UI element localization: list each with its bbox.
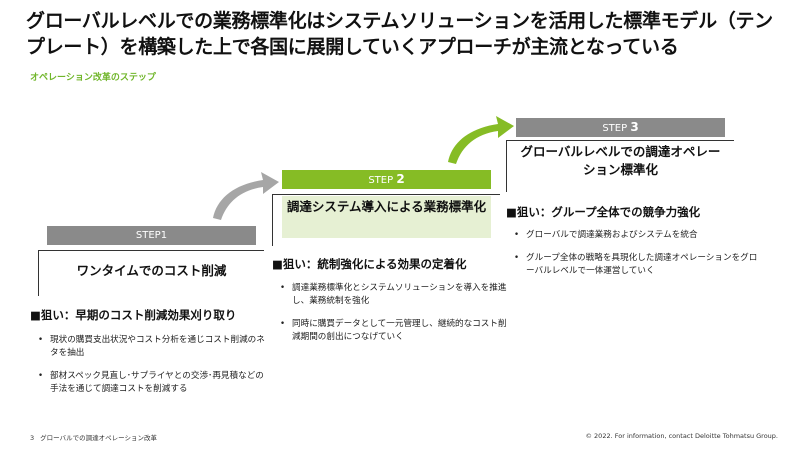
list-item: 同時に購買データとして一元管理し、継続的なコスト削減期間の創出につなげていく xyxy=(278,318,508,344)
step1-bracket-vertical xyxy=(38,250,39,296)
step3-label-bar: STEP 3 xyxy=(516,118,725,137)
step2-heading: 調達システム導入による業務標準化 xyxy=(282,196,491,238)
step2-label-bar: STEP 2 xyxy=(282,170,491,189)
step3-bracket-horizontal xyxy=(506,140,734,141)
step1-label-bar: STEP1 xyxy=(47,226,256,245)
step2-bracket-vertical xyxy=(272,194,273,246)
step3-label-prefix: STEP xyxy=(602,123,631,134)
footer-left: 3 グローバルでの調達オペレーション改革 xyxy=(30,432,157,442)
step2-bracket-horizontal xyxy=(272,194,500,195)
list-item: 調達業務標準化とシステムソリューションを導入を推進し、業務統制を強化 xyxy=(278,282,508,308)
step1-aim: ■狙い：早期のコスト削減効果刈り取り xyxy=(30,308,237,322)
step2-bullet-list: 調達業務標準化とシステムソリューションを導入を推進し、業務統制を強化 同時に購買… xyxy=(278,282,508,354)
step3-bullet-list: グローバルで調達業務およびシステムを統合 グループ全体の戦略を具現化した調達オペ… xyxy=(512,229,762,288)
step3-bracket-vertical xyxy=(506,140,507,192)
footer-doc-title: グローバルでの調達オペレーション改革 xyxy=(40,434,157,442)
section-subtitle: オペレーション改革のステップ xyxy=(30,73,156,83)
list-item: 部材スペック見直し･サプライヤとの交渉･再見積などの手法を通じて調達コストを削減… xyxy=(36,370,266,396)
step2-label-prefix: STEP xyxy=(368,175,397,186)
curved-arrow-green-icon xyxy=(448,116,514,164)
step2-label-number: 2 xyxy=(396,172,405,186)
page-title: グローバルレベルでの業務標準化はシステムソリューションを活用した標準モデル（テン… xyxy=(26,10,773,58)
page-number: 3 xyxy=(30,434,35,442)
list-item: グループ全体の戦略を具現化した調達オペレーションをグローバルレベルで一体運営して… xyxy=(512,252,762,278)
list-item: グローバルで調達業務およびシステムを統合 xyxy=(512,229,762,242)
step1-bracket-horizontal xyxy=(38,250,264,251)
list-item: 現状の購買支出状況やコスト分析を通じコスト削減のネタを抽出 xyxy=(36,334,266,360)
step3-aim: ■狙い：グループ全体での競争力強化 xyxy=(506,205,701,219)
step3-heading: グローバルレベルでの調達オペレーション標準化 xyxy=(520,144,721,177)
step1-label: STEP1 xyxy=(135,230,168,241)
step2-aim: ■狙い：統制強化による効果の定着化 xyxy=(272,257,467,271)
step1-bullet-list: 現状の購買支出状況やコスト分析を通じコスト削減のネタを抽出 部材スペック見直し･… xyxy=(36,334,266,406)
footer-copyright: © 2022. For information, contact Deloitt… xyxy=(585,432,778,440)
step3-label-number: 3 xyxy=(630,120,639,134)
curved-arrow-gray-icon xyxy=(213,172,279,220)
step1-heading: ワンタイムでのコスト削減 xyxy=(76,263,227,278)
